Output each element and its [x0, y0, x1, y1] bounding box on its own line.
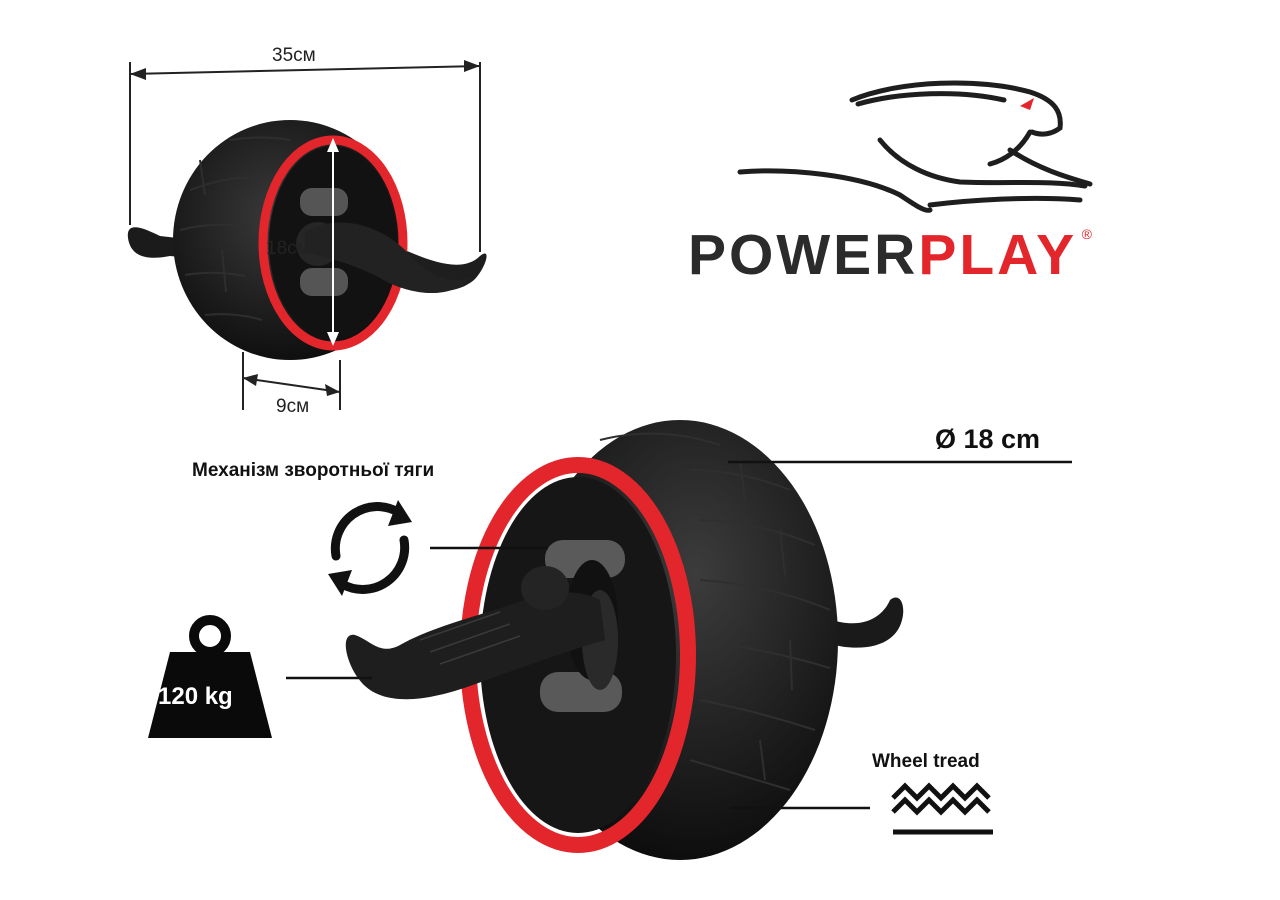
panther-icon — [737, 80, 1093, 213]
weight-label: 120 kg — [158, 683, 233, 710]
registered-mark: ® — [1081, 226, 1092, 242]
big-left-handle — [345, 592, 605, 700]
weight-icon — [148, 615, 272, 738]
width-dimension-label: 9см — [276, 396, 310, 417]
brand-name-play: PLAY — [918, 223, 1078, 287]
brand-logo: POWERPLAY ® — [688, 222, 1092, 288]
brand-name-power: POWER — [688, 223, 919, 287]
refresh-arrows-icon — [330, 502, 410, 594]
diameter-spec-label: Ø 18 cm — [935, 424, 1041, 454]
diameter-dimension-label: 18см — [266, 238, 310, 259]
tread-label: Wheel tread — [872, 751, 980, 772]
zigzag-tread-icon — [891, 782, 993, 835]
length-dimension-label: 35см — [272, 45, 316, 66]
mechanism-label: Механізм зворотньої тяги — [192, 460, 435, 481]
